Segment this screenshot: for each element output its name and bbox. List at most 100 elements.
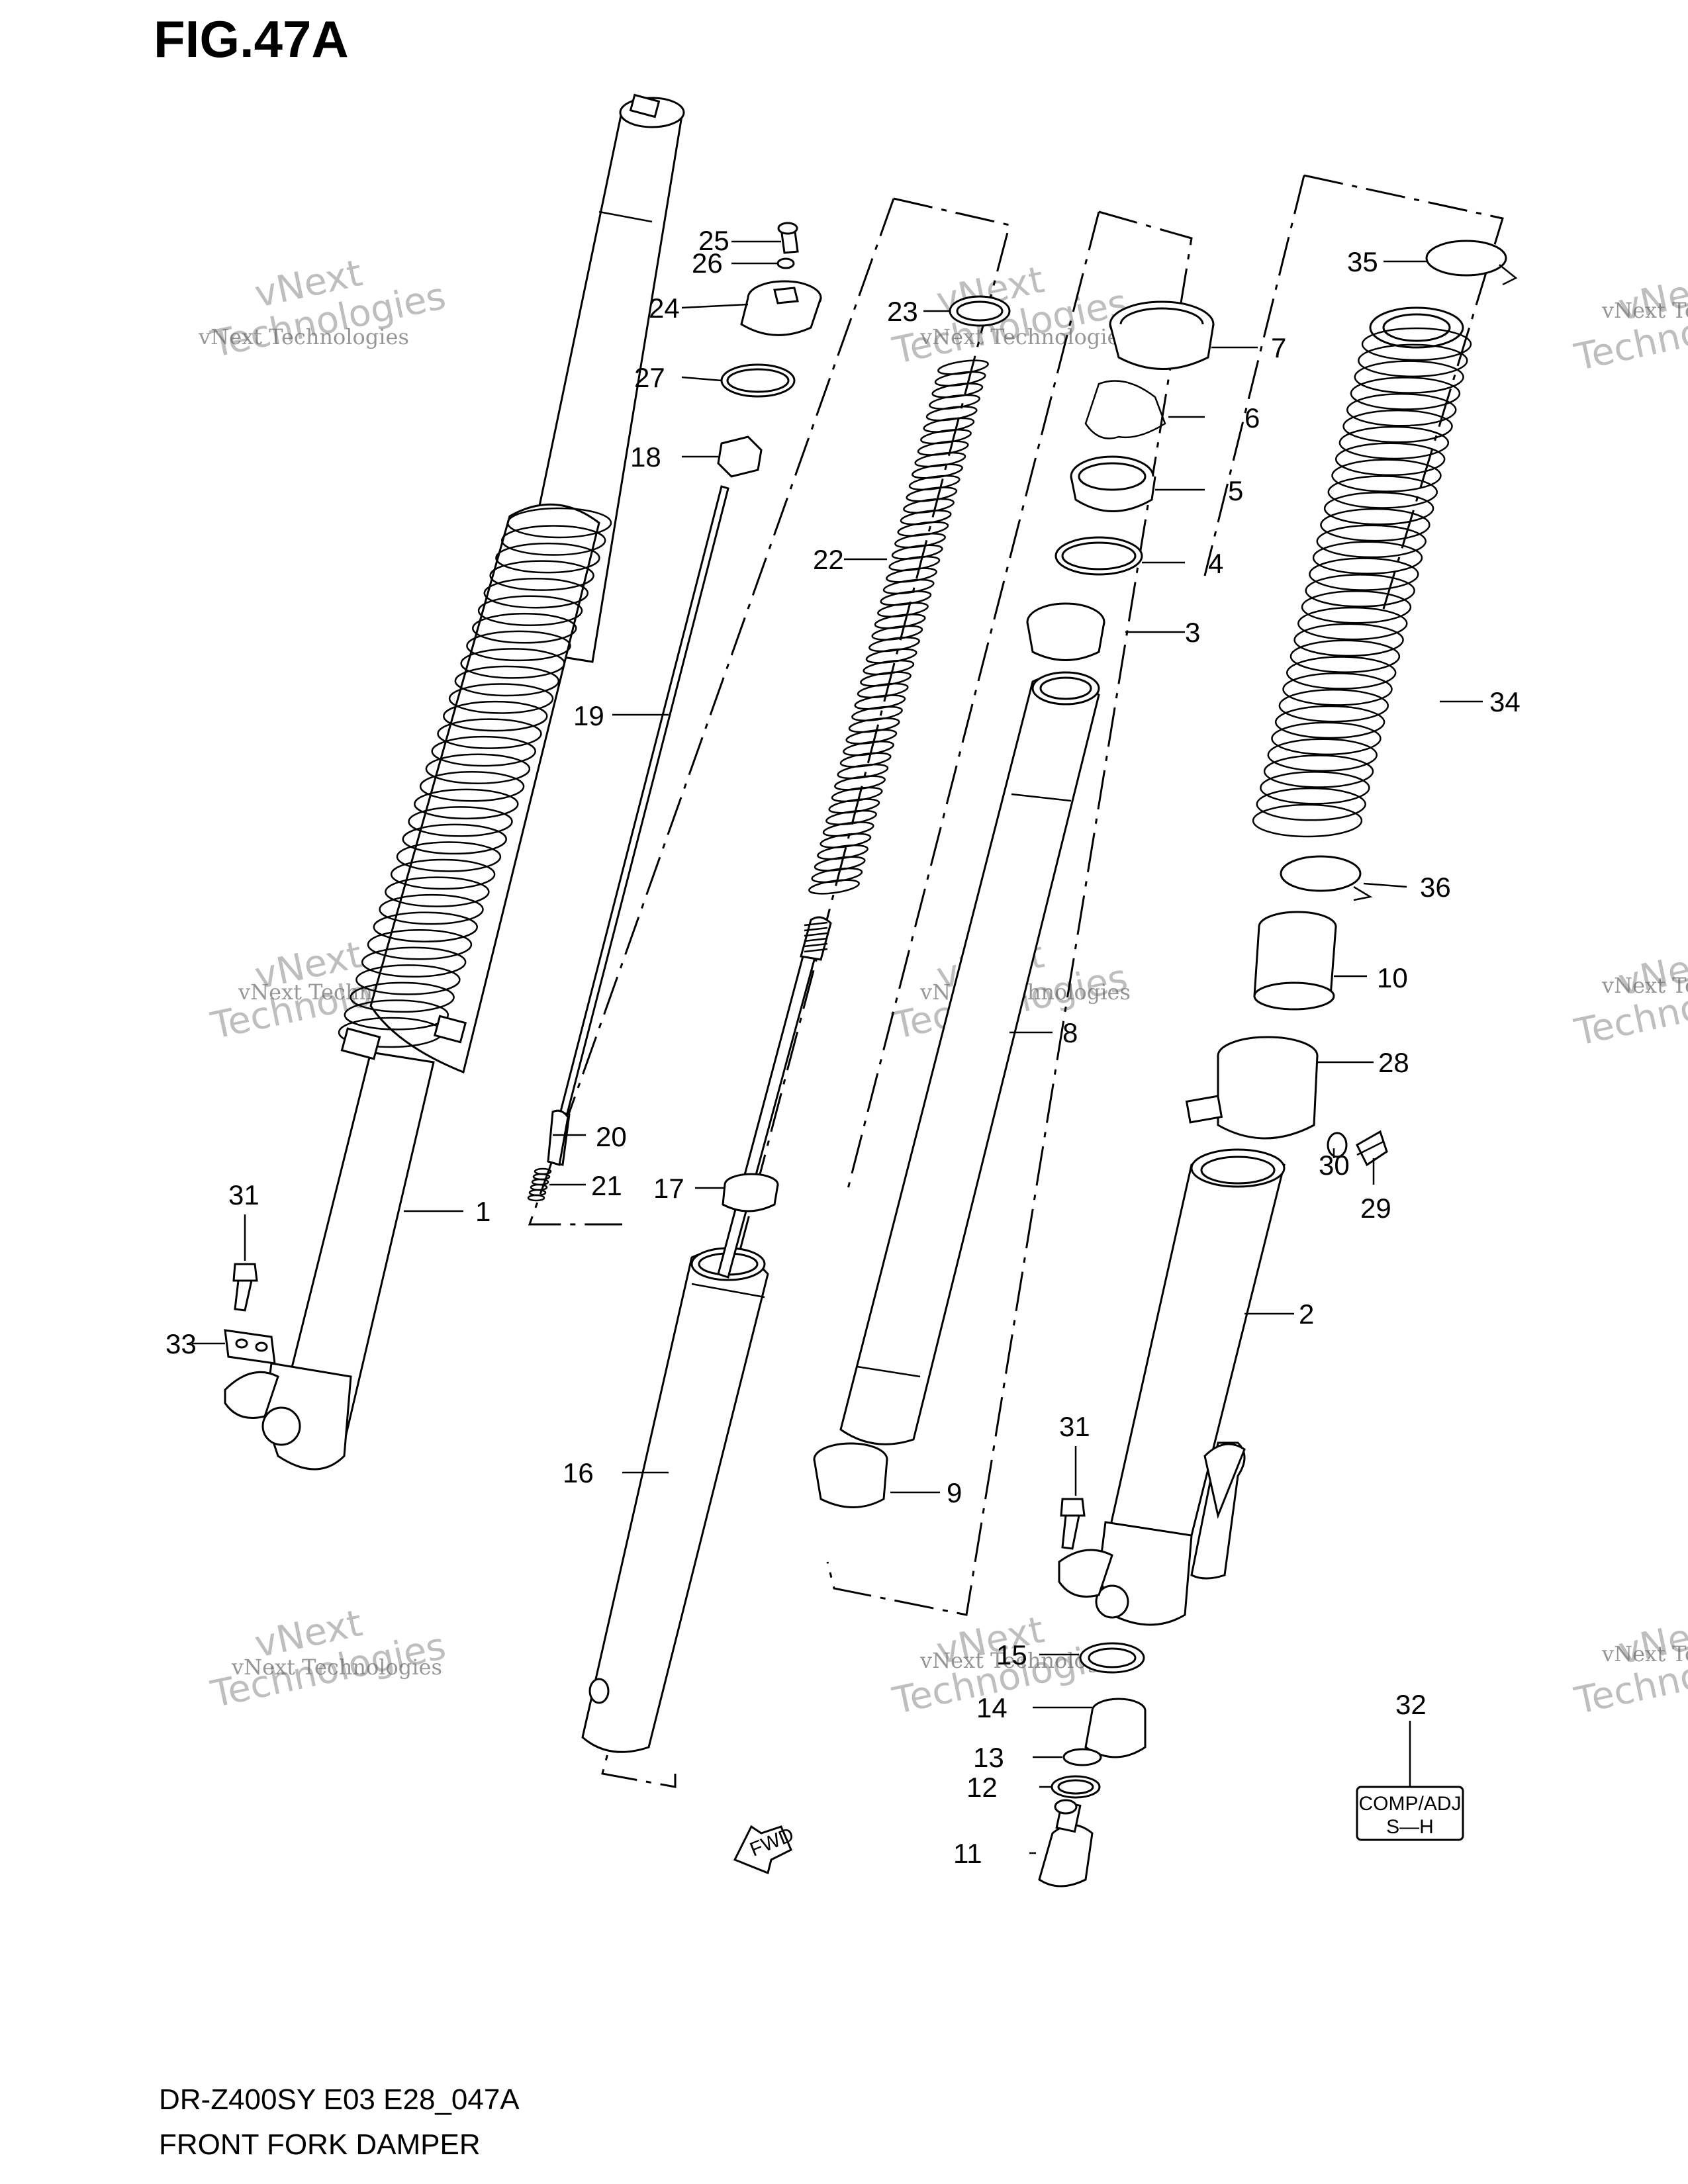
thread-line — [804, 932, 828, 937]
callout-18: 18 — [630, 441, 661, 473]
boot-ring — [1346, 393, 1457, 427]
spring-coil — [811, 867, 863, 884]
boot-ring — [1350, 377, 1461, 410]
gaiter-ring — [396, 841, 502, 872]
thread-line — [804, 948, 828, 953]
gaiter-rings-left — [338, 507, 612, 1048]
spring-coil — [837, 763, 889, 780]
boot-ring — [1256, 787, 1366, 821]
callout-7: 7 — [1271, 332, 1286, 363]
boot-ring — [1278, 688, 1389, 723]
watermark-3: vNext Technologies vNext Technologies — [1571, 265, 1688, 379]
parts-35-36-boot-bands — [1280, 240, 1518, 901]
part-8-inner-tube — [839, 671, 1100, 1445]
spring-coil — [886, 567, 937, 583]
gaiter-ring — [489, 560, 594, 591]
boot-ring — [1305, 574, 1415, 608]
rod-threads — [804, 921, 828, 953]
boot-ring — [1260, 771, 1370, 805]
boot-ring — [1282, 672, 1393, 706]
gaiter-ring — [448, 683, 554, 714]
callout-10: 10 — [1377, 962, 1408, 993]
boot-ring — [1327, 475, 1438, 509]
spring-coil — [906, 486, 958, 502]
gaiter-ring — [477, 595, 583, 627]
svg-text:vNext Technologies: vNext Technologies — [231, 1655, 442, 1680]
boot-ring — [1338, 426, 1450, 460]
thread-line — [804, 937, 828, 942]
callout-32: 32 — [1395, 1689, 1427, 1720]
gaiter-ring — [414, 788, 519, 820]
boot-ring — [1309, 557, 1419, 591]
spring-coil — [929, 394, 980, 410]
boot-ring — [1335, 442, 1446, 477]
gaiter-ring — [379, 893, 484, 925]
spring-coil — [914, 451, 966, 468]
parts-24-27-cap-bolt — [720, 222, 822, 398]
gaiter-ring — [460, 648, 565, 679]
callout-31-left: 31 — [228, 1179, 259, 1210]
gaiter-ring — [500, 525, 606, 556]
group-frames — [528, 174, 1504, 1788]
fwd-arrow: FWD — [733, 1824, 797, 1875]
spring-coil — [920, 429, 972, 445]
part-1-outer-tube-left — [224, 93, 685, 1471]
boot-ring — [1286, 656, 1397, 690]
callout-34: 34 — [1489, 686, 1521, 717]
callout-1: 1 — [475, 1196, 491, 1227]
gaiter-ring — [344, 999, 449, 1030]
callout-30: 30 — [1319, 1150, 1350, 1181]
gaiter-ring — [425, 753, 531, 784]
parts-3-7-seals-and-bushes — [1026, 300, 1215, 661]
callout-33: 33 — [165, 1328, 197, 1359]
spring-coil — [808, 879, 860, 895]
gaiter-rings-right — [1252, 327, 1472, 838]
part-10-slide-bush — [1253, 911, 1337, 1011]
boot-ring — [1331, 459, 1442, 492]
watermark-9: vNext Technologies vNext Technologies — [1571, 1608, 1688, 1723]
callout-labels: 1 2 3 4 5 6 7 8 9 10 11 12 13 14 15 16 1… — [165, 225, 1521, 1869]
spring-coil — [931, 383, 984, 398]
spring-coil — [903, 498, 955, 514]
thread-line — [804, 921, 828, 927]
part-34-fork-boot — [1252, 306, 1472, 838]
callout-11: 11 — [953, 1838, 982, 1869]
parts-31-bolts — [232, 1263, 1086, 1550]
part-22-fork-spring — [808, 359, 989, 895]
spring-coil — [925, 406, 978, 422]
parts-20-21-pin-spring — [527, 1109, 569, 1202]
callout-21: 21 — [591, 1170, 622, 1201]
spring-coil — [891, 544, 943, 560]
spring-coil — [834, 775, 886, 791]
spring-coil — [912, 463, 963, 479]
callout-31-right: 31 — [1059, 1411, 1090, 1442]
spring-coil — [843, 741, 894, 756]
gaiter-ring — [483, 577, 589, 609]
spring-coil — [822, 821, 874, 837]
svg-text:vNext Technologies: vNext Technologies — [919, 324, 1131, 349]
callout-35: 35 — [1347, 246, 1378, 277]
callout-12: 12 — [966, 1772, 998, 1803]
callout-16: 16 — [563, 1457, 594, 1488]
gaiter-ring — [385, 876, 490, 907]
spring-coil — [863, 659, 915, 676]
callout-22: 22 — [813, 544, 844, 575]
boot-ring — [1316, 524, 1427, 559]
boot-ring — [1361, 327, 1472, 361]
boot-ring — [1252, 803, 1363, 838]
callout-24: 24 — [649, 293, 680, 324]
gaiter-ring — [408, 806, 513, 837]
gaiter-ring — [431, 735, 536, 767]
callout-5: 5 — [1228, 475, 1243, 506]
boot-ring — [1342, 409, 1453, 443]
gaiter-ring — [402, 823, 507, 855]
callout-20: 20 — [596, 1121, 627, 1152]
spring-coil — [828, 798, 880, 814]
boot-ring — [1289, 639, 1401, 673]
svg-text:vNext Technologies: vNext Technologies — [198, 324, 409, 349]
part-16-damper-cylinder — [581, 1247, 769, 1753]
boot-ring — [1301, 590, 1412, 624]
badge-line-1: COMP/ADJ — [1358, 1793, 1461, 1815]
boot-ring — [1267, 738, 1378, 772]
